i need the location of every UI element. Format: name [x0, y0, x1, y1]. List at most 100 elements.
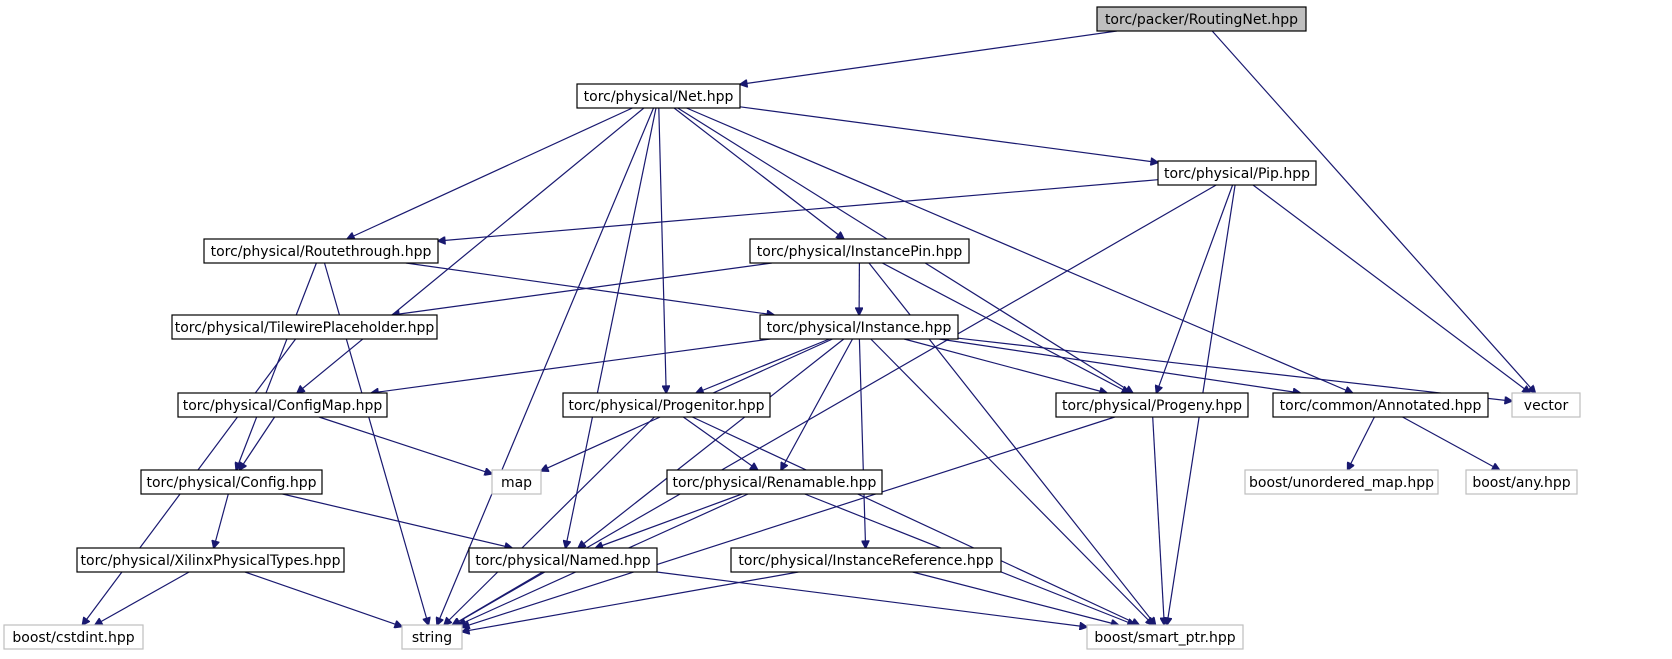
node-label: torc/physical/InstancePin.hpp — [757, 244, 963, 260]
edge-progeny-to-string — [462, 416, 1115, 627]
node-string: string — [401, 624, 463, 650]
node-label: torc/physical/Pip.hpp — [1164, 166, 1310, 182]
node-box — [468, 547, 658, 573]
node-box — [749, 238, 970, 264]
node-annotated[interactable]: torc/common/Annotated.hpp — [1272, 392, 1489, 418]
node-box — [171, 314, 438, 340]
edge-config-to-xilinx — [214, 493, 229, 548]
node-box — [1055, 392, 1249, 418]
edge-instance-to-progenitor — [696, 338, 830, 393]
edge-instance-to-smartptr — [870, 338, 1153, 625]
node-box — [76, 547, 345, 573]
edge-annotated-to-unordered — [1348, 416, 1375, 470]
node-box — [1157, 160, 1317, 186]
edge-configmap-to-map — [318, 416, 492, 474]
node-config[interactable]: torc/physical/Config.hpp — [140, 469, 323, 495]
node-net[interactable]: torc/physical/Net.hpp — [576, 83, 741, 109]
node-box — [1086, 624, 1244, 650]
node-label: map — [501, 475, 532, 491]
node-routingnet[interactable]: torc/packer/RoutingNet.hpp — [1096, 6, 1307, 32]
node-named[interactable]: torc/physical/Named.hpp — [468, 547, 658, 573]
edge-pip-to-progeny — [1156, 184, 1234, 393]
node-label: torc/physical/Progenitor.hpp — [568, 398, 764, 414]
node-box — [1096, 6, 1307, 32]
edge-instref-to-smartptr — [912, 571, 1119, 625]
node-cstdint: boost/cstdint.hpp — [3, 624, 144, 650]
node-instancepin[interactable]: torc/physical/InstancePin.hpp — [749, 238, 970, 264]
edge-renamable-to-named — [596, 493, 743, 548]
edge-instance-to-configmap — [371, 338, 771, 393]
node-progenitor[interactable]: torc/physical/Progenitor.hpp — [562, 392, 771, 418]
node-configmap[interactable]: torc/physical/ConfigMap.hpp — [177, 392, 388, 418]
node-label: torc/packer/RoutingNet.hpp — [1105, 12, 1298, 28]
node-label: torc/physical/InstanceReference.hpp — [738, 553, 993, 569]
edge-progeny-to-smartptr — [1152, 416, 1165, 625]
node-xilinx[interactable]: torc/physical/XilinxPhysicalTypes.hpp — [76, 547, 345, 573]
node-label: torc/physical/Routethrough.hpp — [211, 244, 432, 260]
edge-net-to-annotated — [686, 107, 1353, 393]
node-any: boost/any.hpp — [1465, 469, 1578, 495]
edge-instance-to-named — [578, 338, 845, 548]
node-label: boost/unordered_map.hpp — [1249, 475, 1434, 491]
node-label: torc/physical/Net.hpp — [584, 89, 734, 105]
node-map: map — [491, 469, 542, 495]
node-label: torc/common/Annotated.hpp — [1280, 398, 1482, 414]
node-label: torc/physical/Progeny.hpp — [1062, 398, 1242, 414]
node-box — [562, 392, 771, 418]
node-label: boost/smart_ptr.hpp — [1094, 630, 1235, 646]
edge-instancepin-to-progeny — [882, 262, 1129, 393]
node-label: torc/physical/Instance.hpp — [767, 320, 952, 336]
node-label: vector — [1524, 398, 1569, 414]
edge-instance-to-annotated — [939, 338, 1300, 393]
node-box — [3, 624, 144, 650]
node-label: torc/physical/Config.hpp — [146, 475, 316, 491]
edge-instref-to-string — [462, 571, 799, 632]
node-box — [203, 238, 439, 264]
edge-instance-to-progeny — [903, 338, 1107, 393]
node-box — [666, 469, 883, 495]
edge-routingnet-to-vector — [1211, 30, 1535, 393]
edge-progenitor-to-renamable — [682, 416, 757, 470]
edge-routethrough-to-instance — [405, 262, 774, 315]
node-tilewire[interactable]: torc/physical/TilewirePlaceholder.hpp — [171, 314, 438, 340]
node-label: torc/physical/TilewirePlaceholder.hpp — [175, 320, 435, 336]
edge-instancepin-to-tilewire — [392, 262, 772, 315]
node-box — [401, 624, 463, 650]
edge-progenitor-to-smartptr — [692, 416, 1139, 625]
node-label: string — [412, 630, 452, 646]
node-progeny[interactable]: torc/physical/Progeny.hpp — [1055, 392, 1249, 418]
node-smartptr: boost/smart_ptr.hpp — [1086, 624, 1244, 650]
edge-configmap-to-config — [239, 416, 276, 470]
edge-net-to-routethrough — [347, 107, 633, 239]
node-label: torc/physical/Renamable.hpp — [673, 475, 877, 491]
node-box — [759, 314, 959, 340]
node-instref[interactable]: torc/physical/InstanceReference.hpp — [730, 547, 1002, 573]
edge-xilinx-to-string — [244, 571, 402, 627]
node-unordered: boost/unordered_map.hpp — [1244, 469, 1439, 495]
node-box — [491, 469, 542, 495]
edge-net-to-named — [566, 107, 657, 548]
node-vector: vector — [1511, 392, 1581, 418]
node-label: torc/physical/XilinxPhysicalTypes.hpp — [81, 553, 341, 569]
node-renamable[interactable]: torc/physical/Renamable.hpp — [666, 469, 883, 495]
edge-net-to-progenitor — [658, 107, 666, 393]
edge-config-to-named — [282, 493, 513, 548]
edge-routethrough-to-config — [236, 262, 317, 470]
edge-net-to-instancepin — [673, 107, 844, 239]
node-box — [140, 469, 323, 495]
node-pip[interactable]: torc/physical/Pip.hpp — [1157, 160, 1317, 186]
edge-named-to-smartptr — [656, 571, 1087, 627]
edge-progenitor-to-string — [444, 416, 655, 625]
node-box — [177, 392, 388, 418]
node-label: boost/cstdint.hpp — [12, 630, 134, 646]
node-instance[interactable]: torc/physical/Instance.hpp — [759, 314, 959, 340]
node-label: boost/any.hpp — [1472, 475, 1570, 491]
edge-instance-to-vector — [957, 337, 1512, 401]
node-box — [1511, 392, 1581, 418]
edge-layer — [82, 30, 1535, 632]
edge-named-to-string — [452, 571, 543, 625]
edge-routingnet-to-net — [740, 30, 1117, 84]
node-box — [730, 547, 1002, 573]
node-routethrough[interactable]: torc/physical/Routethrough.hpp — [203, 238, 439, 264]
